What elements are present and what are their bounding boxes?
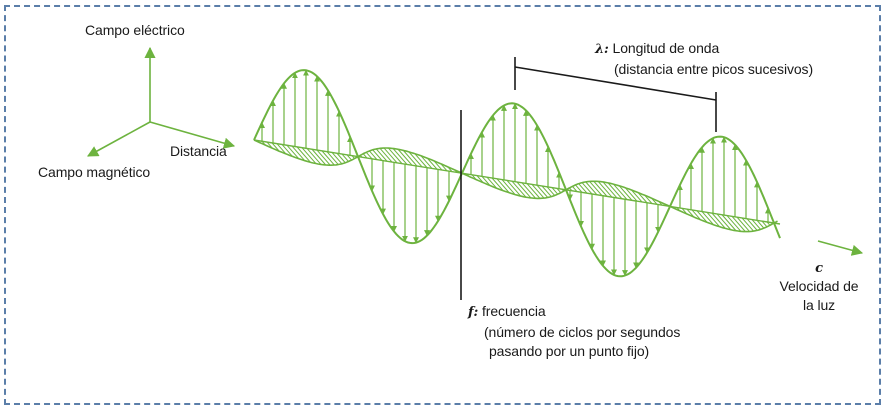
wave-illustration [0,0,885,364]
distance-label: Distancia [170,143,227,160]
speed-symbol: c [812,260,826,277]
speed-arrow [818,241,862,253]
frequency-title: f: frecuencia [468,303,546,321]
speed-label-line2: la luz [766,297,872,314]
frequency-label: frecuencia [482,303,546,319]
electric-field-curve [254,70,780,276]
electric-field-label: Campo eléctrico [85,22,185,39]
wavelength-symbol: λ: [595,42,609,57]
wavelength-label: Longitud de onda [613,40,720,56]
em-wave-diagram: Campo eléctrico Campo magnético Distanci… [0,0,885,364]
frequency-description-1: (número de ciclos por segundos [484,324,680,341]
wavelength-description: (distancia entre picos sucesivos) [614,61,813,78]
wavelength-title: λ: Longitud de onda [595,40,719,58]
frequency-description-2: pasando por un punto fijo) [489,343,649,360]
magnetic-field-label: Campo magnético [38,164,150,181]
magnetic-axis-line [88,122,150,156]
frequency-symbol: f: [468,305,478,320]
speed-label-line1: Velocidad de [766,278,872,295]
electromagnetic-wave [254,70,780,276]
axis-gizmo [88,48,234,156]
